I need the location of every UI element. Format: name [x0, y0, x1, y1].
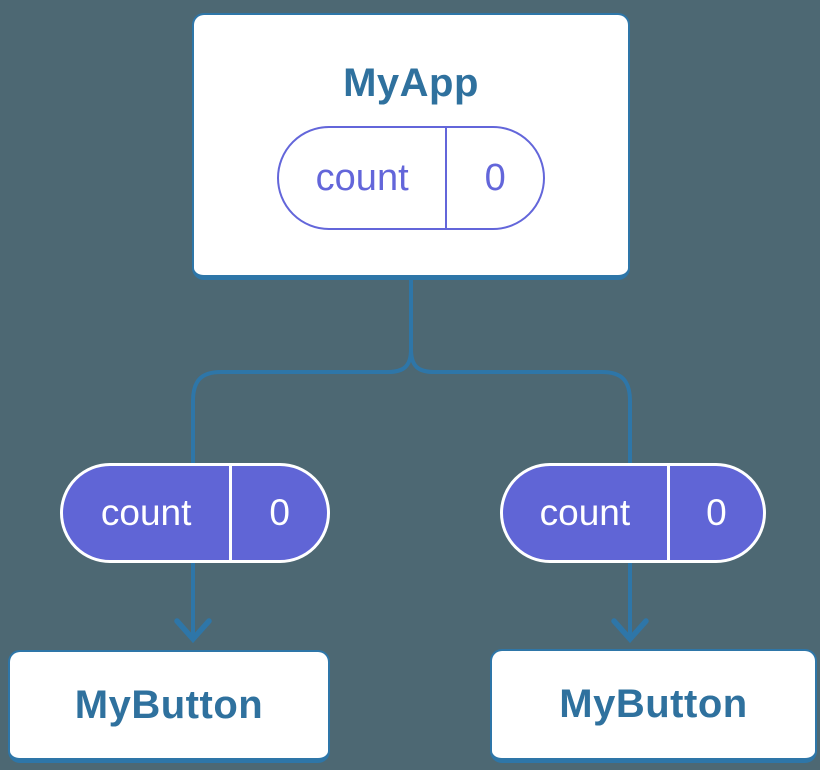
- pill-divider: [229, 466, 233, 560]
- prop-pill-right: count 0: [500, 463, 766, 563]
- prop-pill-left: count 0: [60, 463, 330, 563]
- state-pill-myapp: count 0: [277, 126, 545, 230]
- state-pill-label: count: [315, 156, 409, 199]
- prop-pill-right-label: count: [539, 492, 631, 533]
- node-mybutton-right: MyButton: [490, 649, 817, 763]
- left-branch-line: [191, 348, 413, 637]
- left-arrowhead-icon: [174, 618, 212, 644]
- pill-divider: [445, 128, 448, 228]
- right-arrowhead-icon: [611, 618, 649, 644]
- right-branch-line: [409, 348, 632, 637]
- node-mybutton-left: MyButton: [8, 650, 330, 763]
- node-myapp: MyApp count 0: [192, 13, 630, 280]
- prop-pill-right-value: 0: [706, 492, 727, 533]
- state-pill-value: 0: [484, 156, 506, 199]
- prop-pill-left-value: 0: [269, 492, 290, 533]
- prop-pill-left-label: count: [100, 492, 192, 533]
- node-myapp-title: MyApp: [343, 61, 479, 105]
- pill-divider: [666, 466, 670, 560]
